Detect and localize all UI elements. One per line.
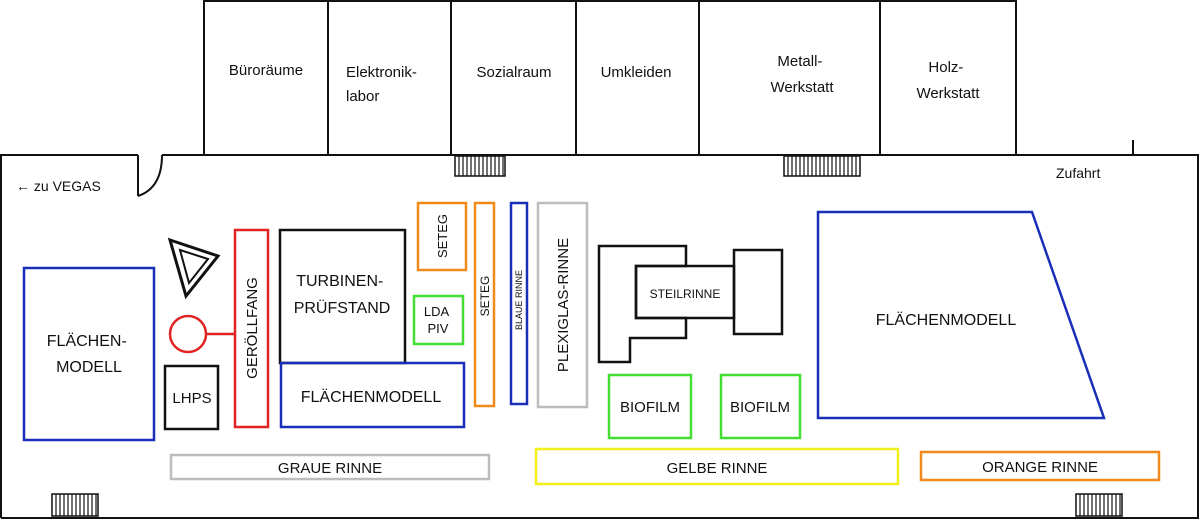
flaechenmodell-left-label: FLÄCHEN- MODELL: [47, 332, 131, 376]
room-label-holzwerkstatt: Holz- Werkstatt: [916, 59, 980, 102]
flaechenmodell-left[interactable]: [22, 266, 156, 442]
room-label-metallwerkstatt: Metall- Werkstatt: [770, 53, 834, 96]
flaechenmodell-right-label: FLÄCHENMODELL: [876, 311, 1017, 329]
turbinen-pruefstand-box[interactable]: [278, 228, 407, 365]
graue-rinne-label: GRAUE RINNE: [278, 460, 382, 477]
orange-rinne-label: ORANGE RINNE: [982, 459, 1098, 476]
lda-piv-label: LDA PIV: [424, 304, 452, 336]
triangle-inner-icon: [178, 248, 210, 286]
biofilm-1-label: BIOFILM: [620, 399, 680, 416]
installations: FLÄCHEN- MODELL LHPS GERÖLLFANG TURBINEN…: [22, 201, 1161, 486]
geroellfang-box[interactable]: [233, 228, 270, 429]
seteg-top-box[interactable]: [416, 201, 468, 272]
room-holzwerkstatt[interactable]: [879, 0, 1017, 156]
biofilm-2-box[interactable]: [719, 373, 802, 440]
plexiglas-rinne-box[interactable]: [536, 201, 589, 409]
geroellfang-label: GERÖLLFANG: [243, 277, 261, 379]
gelbe-rinne-box[interactable]: [534, 447, 900, 486]
room-label-elektroniklabor: Elektronik- labor: [346, 64, 421, 105]
graue-rinne-box[interactable]: [169, 453, 491, 481]
flaechenmodell-mid-label: FLÄCHENMODELL: [301, 388, 442, 406]
steilrinne-box[interactable]: [634, 264, 736, 320]
door-arc-icon: [137, 154, 163, 197]
steilrinne-label: STEILRINNE: [650, 287, 721, 301]
seteg-tall-box[interactable]: [473, 201, 496, 408]
grate-sozialraum-icon: [454, 155, 506, 177]
triangle-warning-icon: [167, 237, 221, 300]
biofilm-2-label: BIOFILM: [730, 399, 790, 416]
grate-group: [51, 155, 1123, 517]
blaue-rinne-box[interactable]: [509, 201, 529, 406]
access-label[interactable]: Zufahrt: [1056, 165, 1100, 181]
seteg-top-label: SETEG: [435, 214, 450, 258]
gelbe-rinne-label: GELBE RINNE: [667, 460, 768, 477]
seteg-tall-label: SETEG: [478, 276, 492, 317]
flaechenmodell-mid-box[interactable]: [279, 361, 466, 429]
steilrinne-frame[interactable]: [597, 244, 688, 364]
biofilm-1-box[interactable]: [607, 373, 693, 440]
hall-top-wall-left: [0, 154, 138, 518]
lhps-box[interactable]: [163, 364, 220, 431]
steilrinne-right-block[interactable]: [732, 248, 784, 336]
lhps-label: LHPS: [172, 390, 211, 407]
orange-rinne-box[interactable]: [919, 450, 1161, 482]
flaechenmodell-right-shape[interactable]: [816, 210, 1106, 420]
turbinen-pruefstand-label: TURBINEN- PRÜFSTAND: [294, 273, 391, 317]
plexiglas-rinne-label: PLEXIGLAS-RINNE: [555, 238, 572, 372]
room-labels: Büroräume Elektronik- labor Sozialraum U…: [229, 53, 980, 105]
exit-label[interactable]: ← zu VEGAS: [16, 178, 101, 194]
pump-circle-icon: [168, 314, 208, 354]
grate-left-icon: [51, 493, 99, 517]
blaue-rinne-label: BLAUE RINNE: [514, 270, 524, 330]
hall-outline: [0, 140, 1199, 519]
grate-right-icon: [1075, 493, 1123, 517]
lda-piv-box[interactable]: [412, 294, 465, 346]
room-label-sozialraum: Sozialraum: [476, 64, 551, 81]
room-label-bueroraeume: Büroräume: [229, 62, 303, 79]
grate-metall-icon: [783, 155, 861, 177]
hall-top-wall-right: [1, 154, 1199, 519]
room-label-umkleiden: Umkleiden: [601, 64, 672, 81]
room-metallwerkstatt[interactable]: [698, 0, 881, 156]
